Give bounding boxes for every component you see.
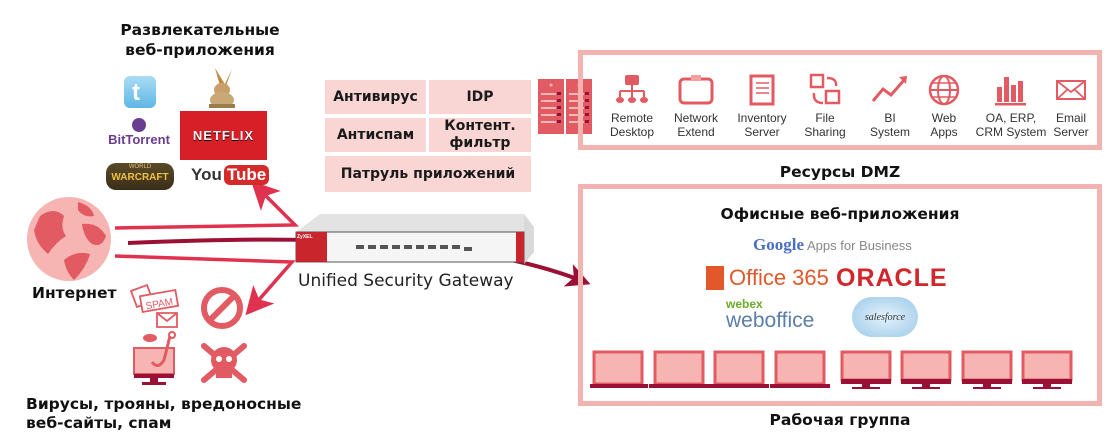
monitor-icon: [1021, 350, 1073, 389]
inventory-server-icon: [749, 74, 775, 106]
feature-antivirus: Антивирус: [325, 80, 426, 114]
google-apps-logo: Google Apps for Business: [753, 235, 912, 254]
oa-erp-crm-icon: [995, 77, 1026, 106]
gateway-device: [295, 214, 534, 264]
monitor-icon: [840, 350, 892, 389]
globe-icon: [27, 197, 111, 281]
spam-email-icon: SPAM: [129, 283, 180, 328]
warcraft-logo: WORLD WARCRAFT: [106, 163, 174, 190]
feature-content-filter: Контент. фильтр: [429, 118, 531, 152]
web-apps-icon: [928, 74, 960, 106]
oracle-logo: ORACLE: [836, 264, 948, 292]
internet-label: Интернет: [32, 284, 117, 302]
emule-icon: [209, 68, 235, 108]
laptop-icon: [590, 350, 648, 388]
dmz-title: Ресурсы DMZ: [779, 163, 901, 181]
dmz-item-oa-erp-crm: OA, ERP,CRM System: [973, 73, 1049, 139]
twitter-icon: t: [124, 76, 156, 108]
monitor-icon: [900, 350, 952, 389]
arrow-to-threats: [114, 254, 296, 316]
phishing-icon: [133, 331, 176, 385]
office-icon: [706, 266, 724, 290]
laptop-icon: [770, 350, 830, 388]
salesforce-logo: salesforce: [852, 297, 918, 337]
network-extend-icon: [678, 75, 714, 105]
monitor-icon: [961, 350, 1013, 389]
skull-icon: [201, 343, 247, 383]
office-apps-title: Офисные веб-приложения: [720, 205, 960, 223]
youtube-logo: You Tube: [191, 164, 270, 186]
bittorrent-icon: [132, 118, 146, 132]
file-sharing-icon: [809, 73, 841, 105]
entertainment-title: Развлекательные веб-приложения: [120, 21, 280, 59]
bi-system-icon: [871, 76, 907, 102]
feature-idp: IDP: [429, 80, 531, 114]
feature-antispam: Антиспам: [325, 118, 426, 152]
threats-label: Вирусы, трояны, вредоносные веб-сайты, с…: [26, 395, 302, 432]
workgroup-box: [578, 184, 1102, 406]
blocked-icon: [201, 287, 243, 329]
bittorrent-logo: BitTorrent: [103, 118, 175, 147]
webex-weboffice-logo: webex weboffice: [726, 297, 815, 332]
workgroup-computers: [590, 350, 1073, 389]
arrow-to-entertainment: [114, 181, 300, 230]
workgroup-title: Рабочая группа: [769, 411, 911, 429]
gateway-label: Unified Security Gateway: [298, 271, 514, 291]
remote-desktop-icon: [616, 75, 648, 103]
office365-logo: Office 365: [706, 265, 829, 291]
gateway-brand: ZyXEL: [297, 234, 313, 240]
netflix-logo: NETFLIX: [180, 111, 267, 160]
spam-text: SPAM: [145, 297, 174, 313]
email-server-icon: [1056, 80, 1086, 100]
laptop-icon: [649, 350, 709, 388]
feature-app-patrol: Патруль приложений: [325, 156, 531, 192]
laptop-icon: [709, 350, 769, 388]
